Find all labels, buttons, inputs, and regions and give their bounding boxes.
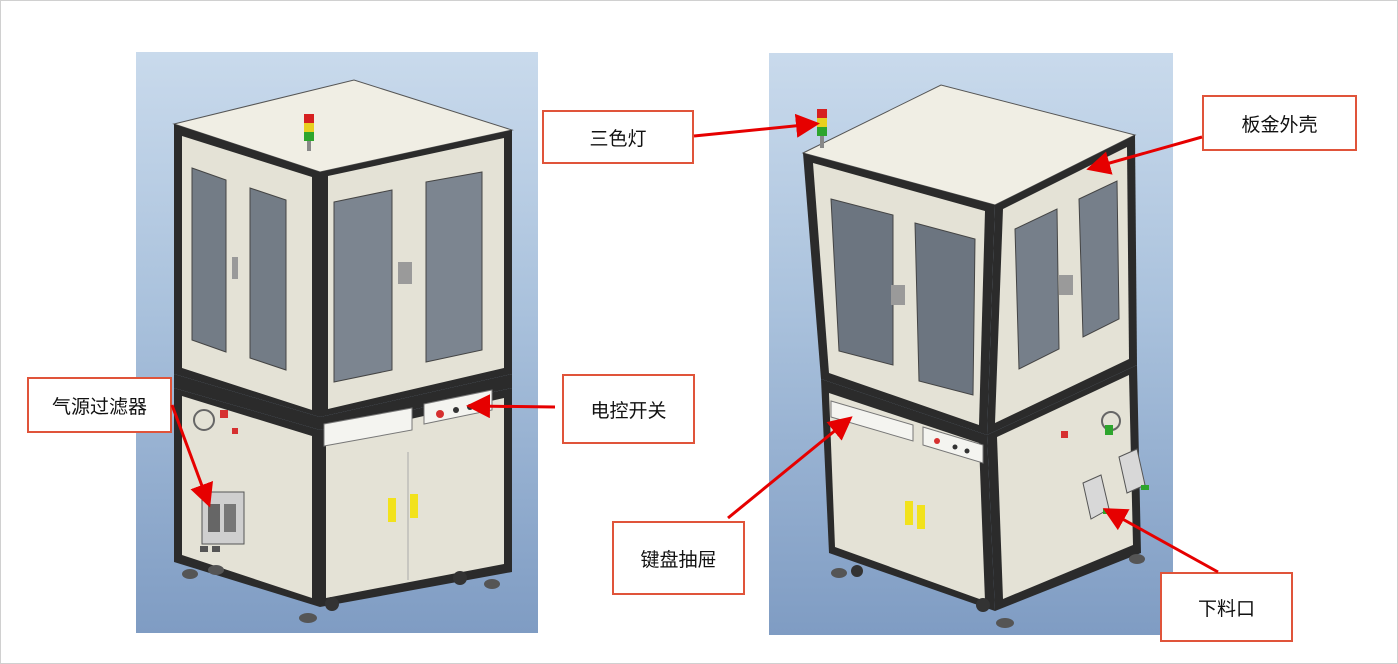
tri-color-light-left [304, 114, 314, 151]
machine-render-front [136, 52, 538, 633]
callout-tri-color-light: 三色灯 [542, 110, 694, 164]
machine-render-back [769, 53, 1173, 635]
tri-color-light-right [817, 109, 827, 148]
callout-electrical-switch: 电控开关 [562, 374, 695, 444]
callout-sheet-metal-shell: 板金外壳 [1202, 95, 1357, 151]
callout-discharge-port: 下料口 [1160, 572, 1293, 642]
callout-air-filter: 气源过滤器 [27, 377, 172, 433]
callout-keyboard-drawer: 键盘抽屉 [612, 521, 745, 595]
